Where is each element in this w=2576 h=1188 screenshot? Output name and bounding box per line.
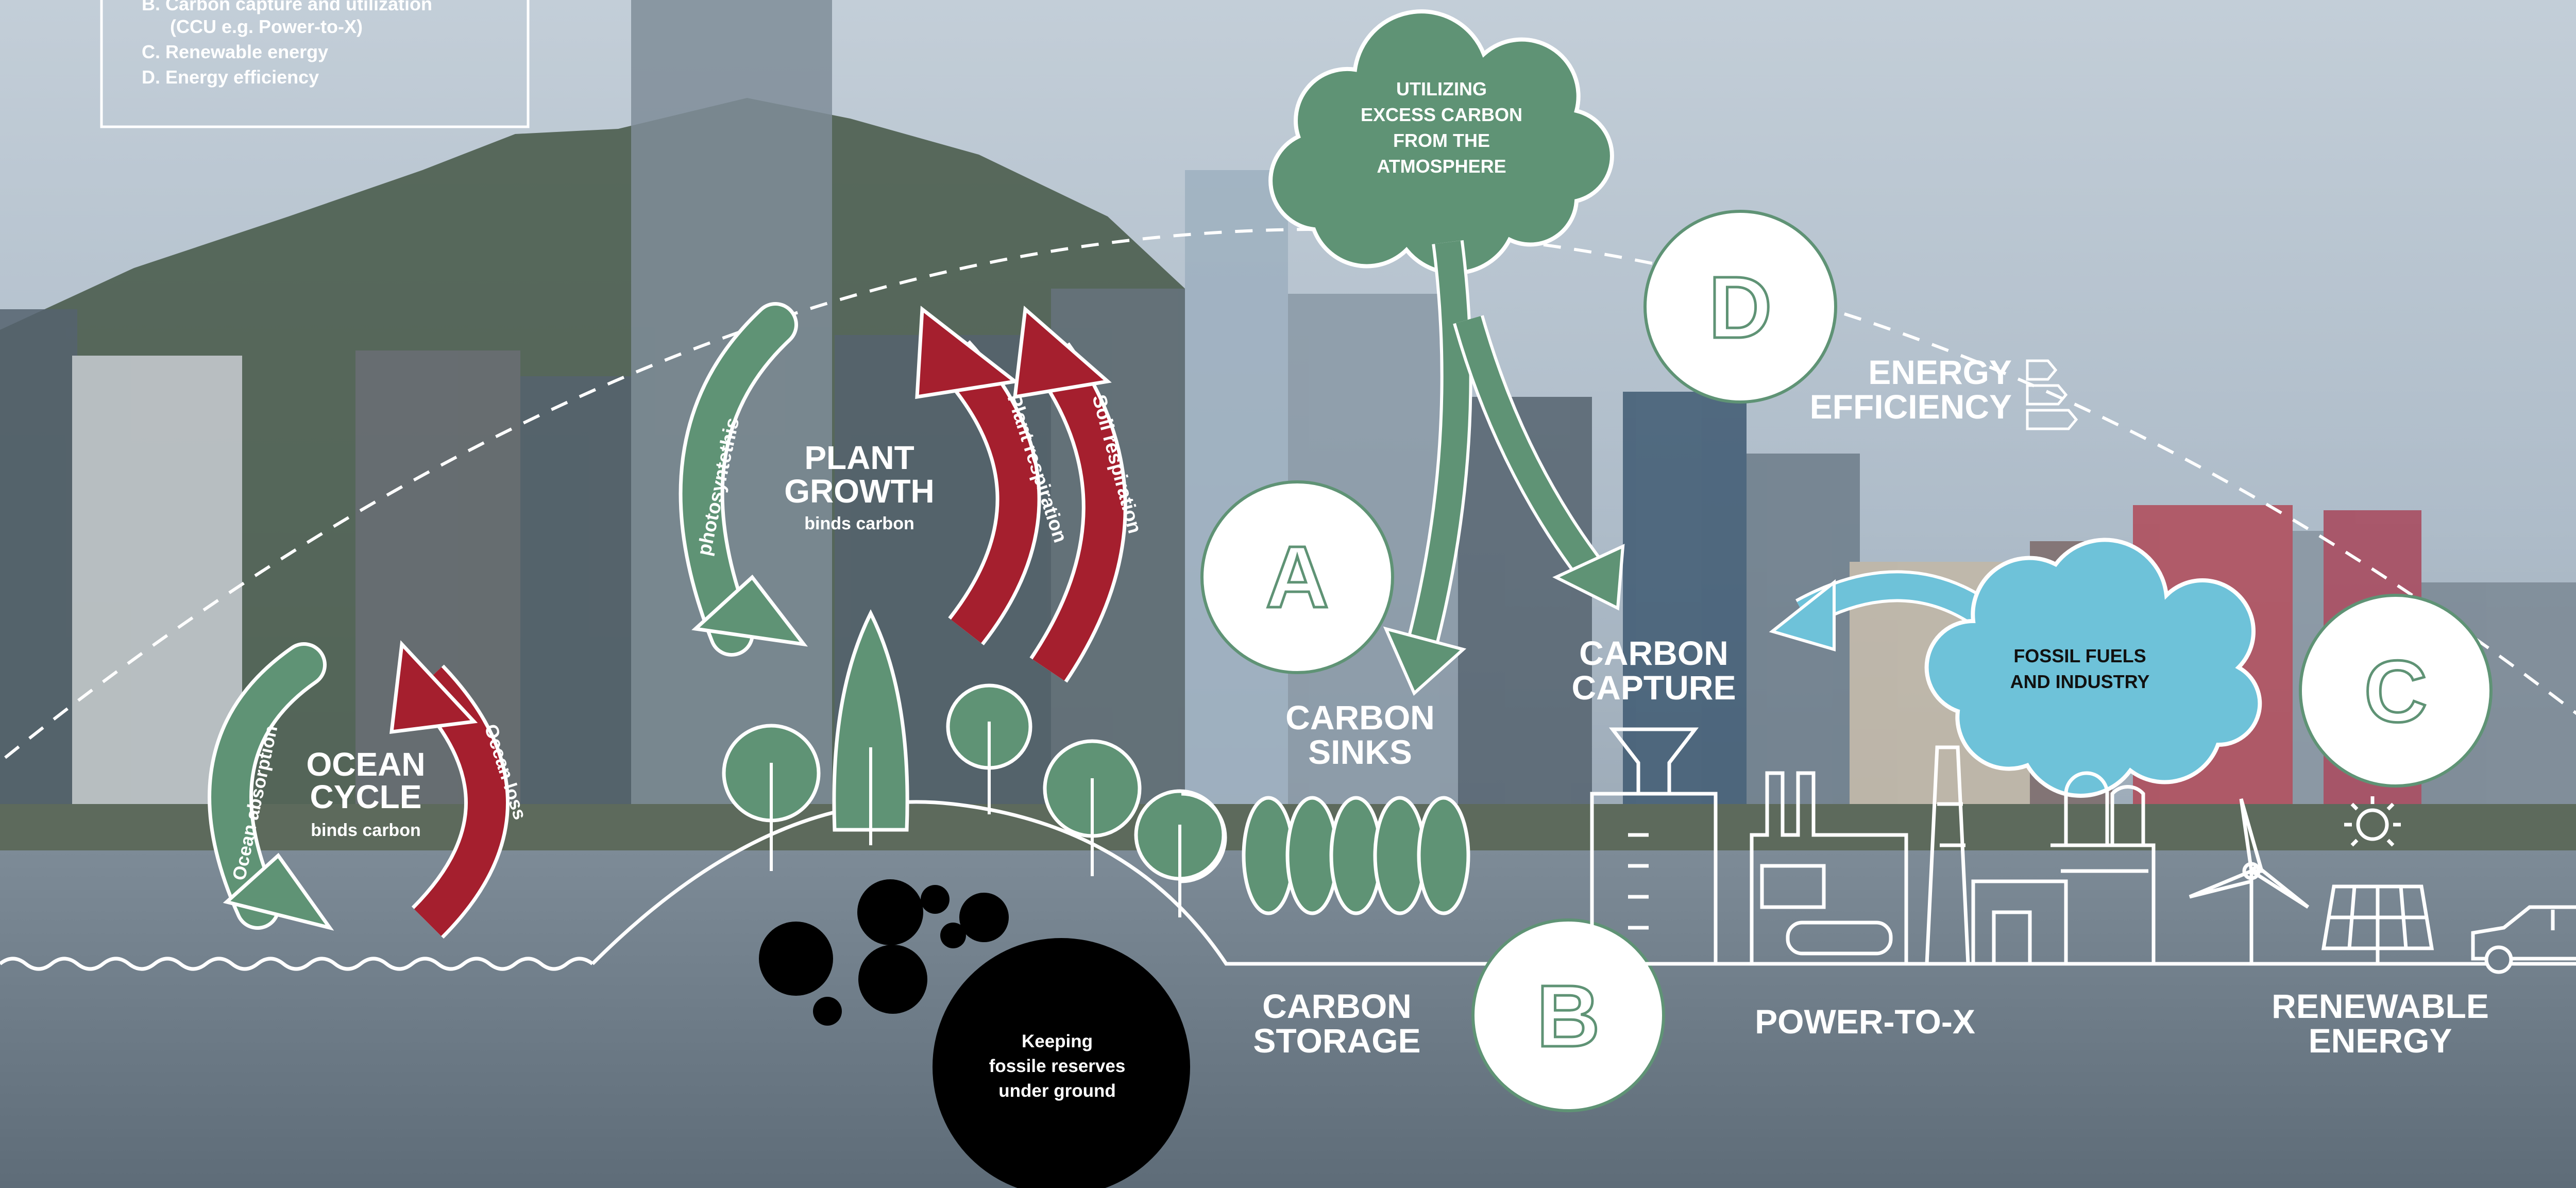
svg-text:B: B [1537,967,1600,1065]
plant-growth-title-2: GROWTH [784,473,935,510]
legend-item-b-sub: (CCU e.g. Power-to-X) [170,16,363,37]
section-labels: CARBON SINKS CARBON CAPTURE CARBON STORA… [1253,634,2488,1060]
excess-carbon-line-3: FROM THE [1393,130,1490,151]
ocean-cycle-sub: binds carbon [311,821,420,840]
ocean-loss-arrowhead [389,640,478,734]
hill-tree-trunks [770,722,1181,917]
ocean-cycle-title-1: OCEAN [306,746,425,783]
fossil-reserves-line-1: Keeping [1022,1031,1093,1051]
energy-efficiency-line-2: EFFICIENCY [1810,388,2012,426]
carbon-capture-line-2: CAPTURE [1571,668,1736,707]
carbon-sink-trees [1242,796,1470,915]
energy-efficiency-line-1: ENERGY [1868,353,2012,391]
excess-carbon-line-4: ATMOSPHERE [1377,156,1506,177]
fossil-reserves-line-2: fossile reserves [989,1056,1126,1076]
fossil-fuels-line-2: AND INDUSTRY [2010,671,2150,692]
efficiency-bars-icon [2026,359,2078,430]
fossil-reserves-circles [759,879,1190,1188]
ground-line [0,800,2576,971]
svg-text:A: A [1266,528,1329,626]
power-to-x-label: POWER-TO-X [1755,1002,1975,1041]
plant-growth-title-1: PLANT [804,439,914,476]
plant-respiration-arrowhead [915,306,1020,399]
fossil-fuels-cloud: FOSSIL FUELS AND INDUSTRY [1924,538,2262,798]
atmosphere-arc [4,228,2576,759]
excess-carbon-arrows [1383,240,1625,696]
industry-icons [1590,727,2156,966]
badge-c: C [2299,594,2493,788]
ocean-absorption-arrowhead [223,852,334,931]
excess-carbon-cloud: UTILIZING EXCESS CARBON FROM THE ATMOSPH… [1268,9,1614,275]
soil-respiration-arrowhead [1012,305,1112,399]
fossil-fuels-line-1: FOSSIL FUELS [2013,645,2146,666]
svg-text:C: C [2364,643,2428,741]
legend-item-b: B. Carbon capture and utilization [142,0,432,14]
carbon-storage-line-2: STORAGE [1253,1022,1420,1060]
capture-tower-icon [1590,792,1718,966]
excess-carbon-line-2: EXCESS CARBON [1361,104,1522,125]
badge-a: A [1200,480,1394,674]
renewable-energy-line-2: ENERGY [2309,1022,2452,1060]
legend-item-c: C. Renewable energy [142,41,328,62]
ocean-cycle-title-2: CYCLE [310,778,422,815]
carbon-capture-line-1: CARBON [1579,634,1728,672]
renewable-icons [2189,796,2576,974]
fossil-reserves-line-3: under ground [998,1081,1115,1101]
renewable-energy-line-1: RENEWABLE [2272,987,2489,1025]
carbon-sinks-line-2: SINKS [1308,733,1412,771]
badge-b: B [1471,918,1665,1112]
solar-panel-icon [2321,884,2434,964]
photosynthesis-arrowhead [691,574,808,647]
fossil-fuels-arrow [1769,570,1998,651]
excess-carbon-line-1: UTILIZING [1396,78,1487,99]
legend-item-d: D. Energy efficiency [142,66,319,88]
refinery-icon [2050,771,2156,964]
carbon-sinks-line-1: CARBON [1285,698,1435,737]
sun-icon [2344,796,2401,847]
chimney-icon [1925,745,1970,964]
plant-growth-sub: binds carbon [804,514,914,533]
carbon-storage-line-1: CARBON [1262,987,1412,1025]
legend-box: B. Carbon capture and utilization (CCU e… [100,0,530,128]
energy-efficiency: ENERGY EFFICIENCY [1810,353,2078,430]
badge-d: D [1643,210,1837,404]
svg-text:D: D [1709,259,1772,357]
factory-icon [1750,771,1908,964]
wind-turbine-icon [2189,798,2310,964]
ocean-cycle: Ocean absorption Ocean loss OCEAN CYCLE … [208,640,531,939]
electric-car-icon [2471,905,2576,974]
